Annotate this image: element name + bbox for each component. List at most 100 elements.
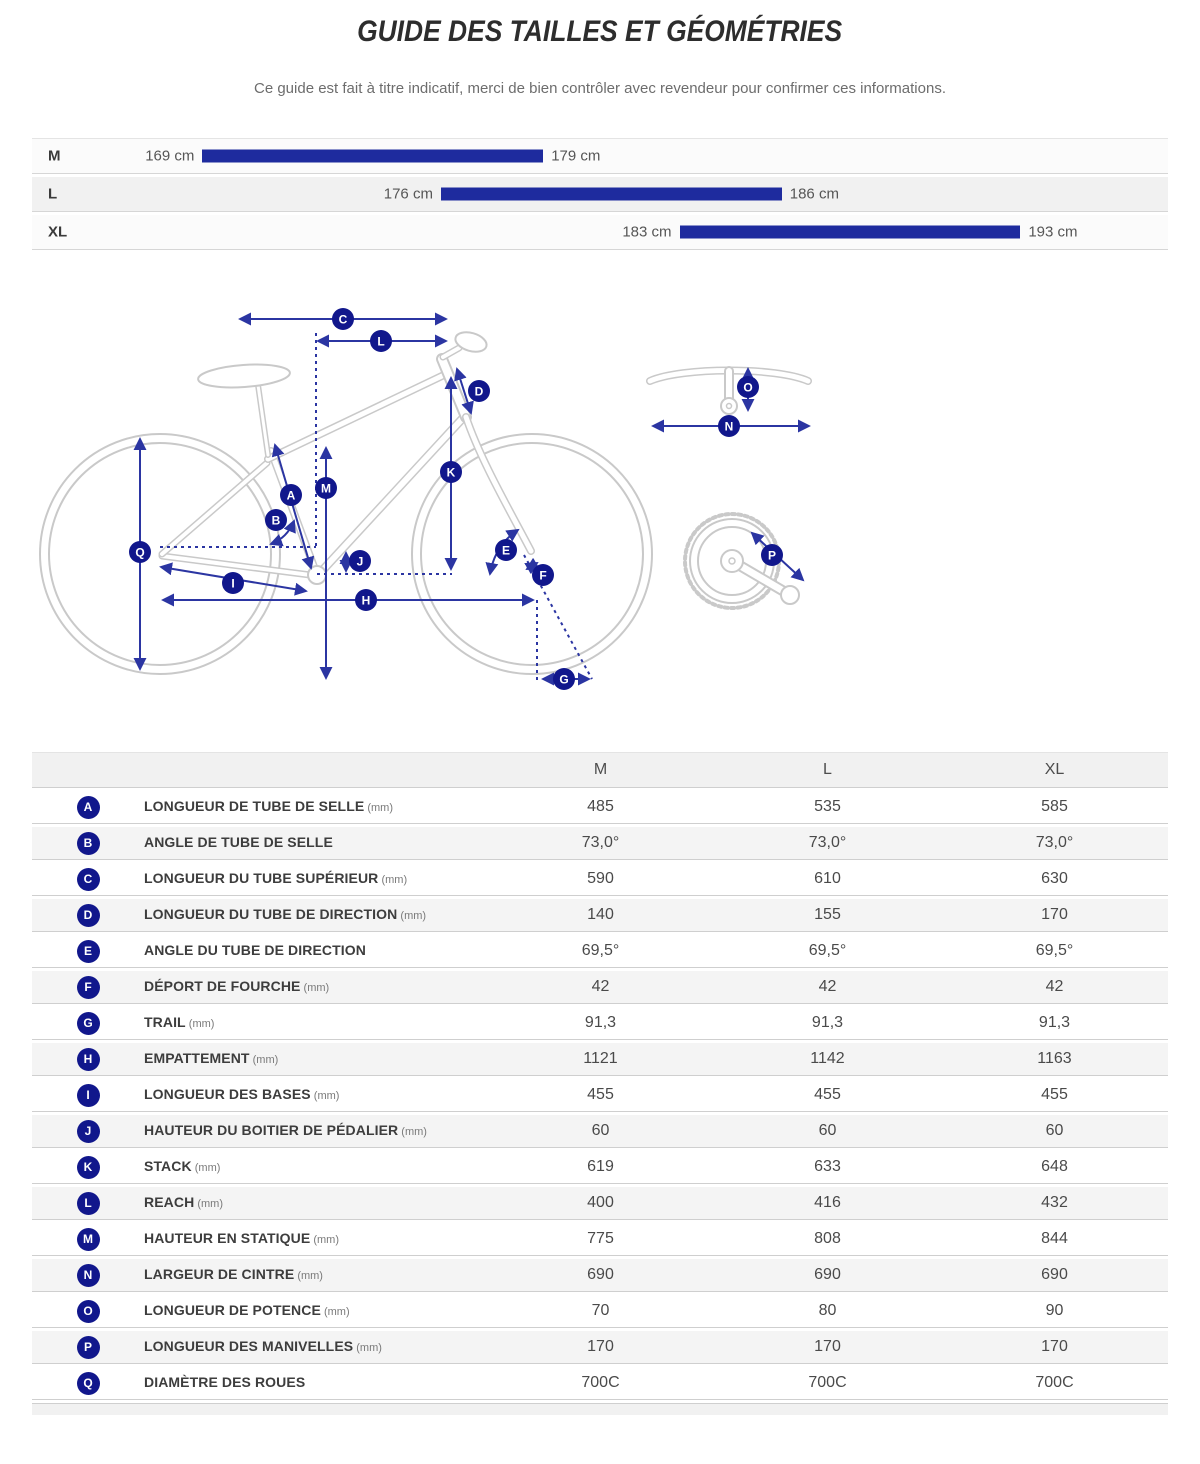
cell-a-l: 535: [814, 798, 841, 815]
row-unit: (mm): [320, 1306, 350, 1318]
cell-q-l: 700C: [808, 1374, 847, 1391]
cell-n-m: 690: [587, 1266, 614, 1283]
diagram-badge-l: L: [370, 330, 392, 352]
diagram-badge-a: A: [280, 484, 302, 506]
svg-text:D: D: [475, 385, 484, 399]
diagram-badge-j: J: [349, 550, 371, 572]
row-unit: (mm): [185, 1018, 215, 1030]
svg-text:P: P: [768, 549, 776, 563]
row-label: STACK: [144, 1158, 192, 1174]
row-letter-badge: O: [76, 1299, 100, 1323]
svg-text:K: K: [447, 466, 456, 480]
bike-sketch: [39, 433, 653, 675]
cell-e-xl: 69,5°: [1035, 942, 1074, 959]
svg-text:M: M: [321, 482, 331, 496]
row-letter-badge: P: [76, 1335, 100, 1359]
cell-l-m: 400: [587, 1194, 614, 1211]
saddle-icon: [197, 363, 291, 389]
diagram-badge-e: E: [495, 539, 517, 561]
size-label: L: [48, 185, 58, 203]
row-label: LARGEUR DE CINTRE: [144, 1266, 295, 1282]
handlebar-top-view: [646, 366, 812, 415]
diagram-badge-i: I: [222, 572, 244, 594]
row-unit: (mm): [310, 1234, 339, 1246]
row-letter-badge: Q: [76, 1371, 100, 1395]
cell-b-xl: 73,0°: [1035, 834, 1074, 851]
row-unit: (mm): [310, 1090, 340, 1102]
row-unit: (mm): [294, 1270, 323, 1282]
row-letter-badge: K: [76, 1155, 100, 1179]
page-title: GUIDE DES TAILLES ET GÉOMÉTRIES: [357, 15, 843, 48]
cell-c-m: 590: [587, 870, 614, 887]
column-header-l: L: [823, 761, 832, 778]
size-min-label: 176 cm: [383, 185, 433, 203]
cell-d-xl: 170: [1041, 906, 1068, 923]
cell-d-l: 155: [814, 906, 841, 923]
row-label: LONGUEUR DE POTENCE: [144, 1302, 321, 1318]
size-range-bar: [679, 225, 1021, 239]
cell-q-m: 700C: [581, 1374, 620, 1391]
svg-text:I: I: [231, 577, 234, 591]
svg-text:J: J: [357, 555, 364, 569]
svg-text:B: B: [272, 514, 281, 528]
size-row-l: L 176 cm 186 cm: [32, 177, 1168, 212]
column-header-xl: XL: [1044, 761, 1065, 778]
diagram-badge-k: K: [440, 461, 462, 483]
cell-k-l: 633: [814, 1158, 841, 1175]
row-label: HAUTEUR DU BOITIER DE PÉDALIER: [144, 1122, 399, 1138]
size-label: XL: [48, 223, 68, 241]
diagram-badge-n: N: [718, 415, 740, 437]
diagram-badge-p: P: [761, 544, 783, 566]
svg-text:H: H: [362, 594, 371, 608]
cell-g-xl: 91,3: [1038, 1014, 1071, 1031]
diagram-badge-q: Q: [129, 541, 151, 563]
cell-f-l: 42: [818, 978, 837, 995]
svg-text:A: A: [287, 489, 296, 503]
cell-j-xl: 60: [1045, 1122, 1064, 1139]
size-label: M: [48, 147, 61, 165]
row-letter-badge: H: [76, 1047, 100, 1071]
cell-e-l: 69,5°: [808, 942, 847, 959]
cell-h-l: 1142: [810, 1050, 845, 1067]
row-label: LONGUEUR DE TUBE DE SELLE: [144, 798, 365, 814]
cell-p-l: 170: [814, 1338, 841, 1355]
diagram-badge-b: B: [265, 509, 287, 531]
size-min-label: 169 cm: [145, 147, 195, 165]
svg-text:F: F: [539, 569, 546, 583]
size-max-label: 186 cm: [789, 185, 839, 203]
cell-i-l: 455: [814, 1086, 841, 1103]
diagram-badge-d: D: [468, 380, 490, 402]
row-label: LONGUEUR DU TUBE SUPÉRIEUR: [144, 870, 379, 886]
handlebar-grip-icon: [454, 331, 488, 353]
row-letter-badge: I: [76, 1083, 100, 1107]
row-unit: (mm): [191, 1162, 221, 1174]
row-unit: (mm): [300, 982, 330, 994]
cell-h-xl: 1163: [1037, 1050, 1072, 1067]
cell-h-m: 1121: [583, 1050, 618, 1067]
row-letter-badge: C: [76, 867, 100, 891]
cell-a-xl: 585: [1041, 798, 1068, 815]
row-letter-badge: E: [76, 939, 100, 963]
cell-f-m: 42: [591, 978, 610, 995]
cell-i-xl: 455: [1041, 1086, 1068, 1103]
row-label: DÉPORT DE FOURCHE: [144, 978, 301, 994]
page-subtitle: Ce guide est fait à titre indicatif, mer…: [254, 80, 946, 97]
cell-n-xl: 690: [1041, 1266, 1068, 1283]
svg-text:O: O: [743, 381, 752, 395]
row-label: LONGUEUR DES BASES: [144, 1086, 311, 1102]
row-unit: (mm): [249, 1054, 279, 1066]
cell-p-xl: 170: [1041, 1338, 1068, 1355]
table-footer-bar: [32, 1403, 1168, 1415]
